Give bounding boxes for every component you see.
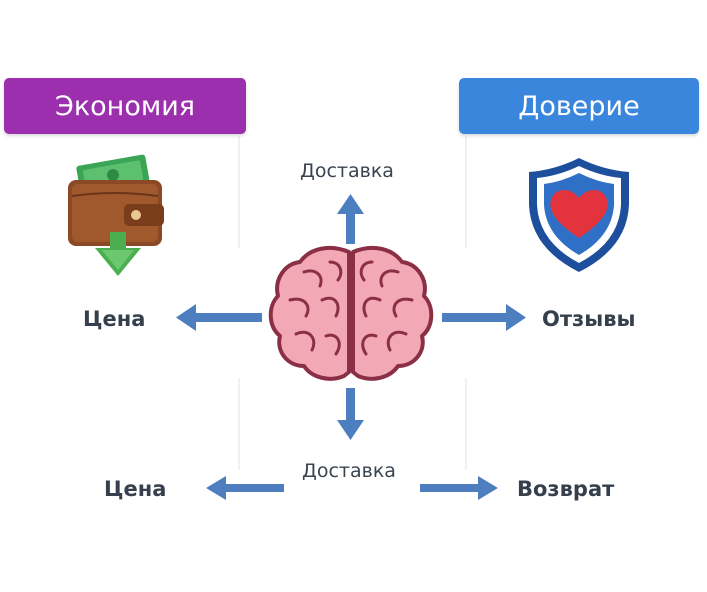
header-trust: Доверие	[459, 78, 699, 134]
header-economy: Экономия	[4, 78, 246, 134]
label-left: Цена	[83, 307, 146, 331]
label-bottom-right: Возврат	[517, 477, 615, 501]
header-trust-label: Доверие	[518, 90, 640, 122]
arrow-right-icon	[442, 304, 526, 331]
label-top: Доставка	[300, 160, 394, 182]
label-right: Отзывы	[542, 307, 636, 331]
arrow-up-icon	[337, 194, 364, 244]
header-economy-label: Экономия	[54, 90, 195, 122]
label-bottom: Доставка	[302, 460, 396, 482]
guide-lines	[238, 136, 467, 470]
arrow-bottom-left-icon	[206, 476, 284, 500]
arrow-left-icon	[176, 304, 262, 331]
arrow-down-icon	[337, 388, 364, 440]
shield-heart-icon	[529, 158, 629, 272]
arrow-bottom-right-icon	[420, 476, 498, 500]
label-bottom-left: Цена	[104, 477, 167, 501]
brain-icon	[268, 245, 434, 381]
wallet-icon	[68, 154, 164, 276]
